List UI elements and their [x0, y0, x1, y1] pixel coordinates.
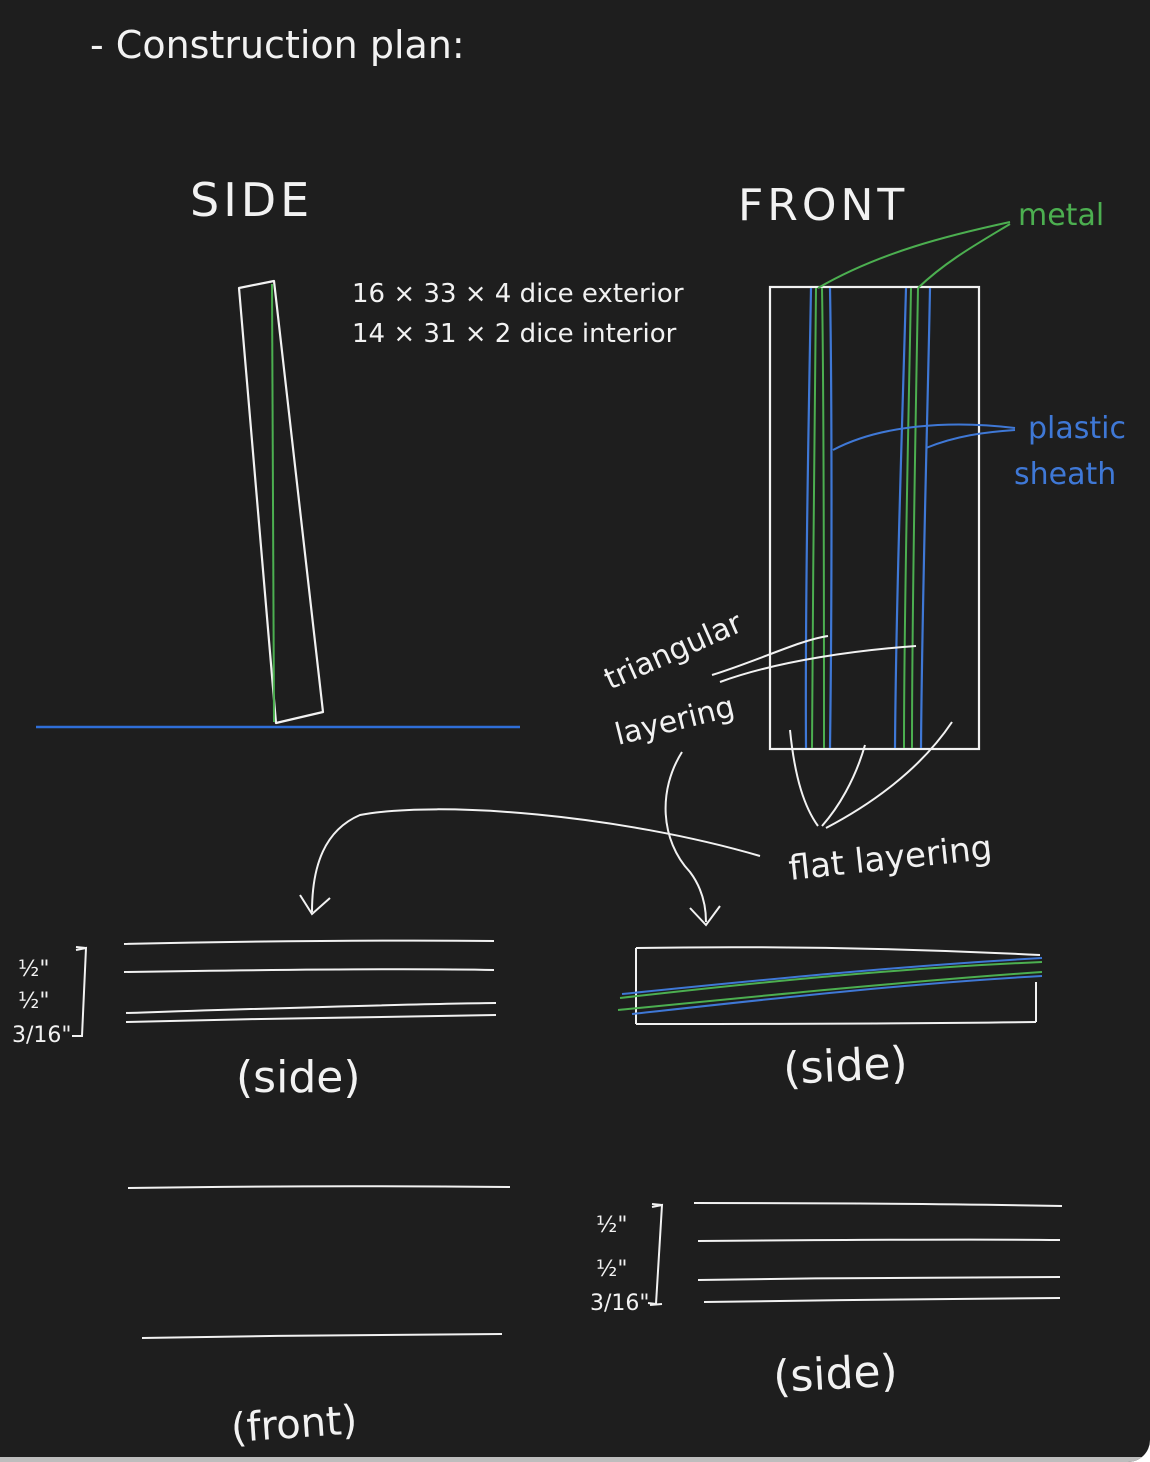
side-slab: [237, 279, 325, 725]
bottom-right-thickness-3: 3/16": [590, 1291, 650, 1316]
front-layers: [127, 1185, 511, 1339]
bottom-right-thickness-bracket: [647, 1203, 664, 1306]
plastic-label-line1: plastic: [1028, 411, 1126, 446]
flat-leader-lines: [789, 721, 953, 829]
left-thickness-2: ½": [18, 989, 49, 1014]
plastic-leader-lines: [832, 423, 1016, 451]
right-side-plastic-lines: [621, 957, 1043, 1015]
left-side-caption: (side): [236, 1052, 360, 1103]
bottom-right-layers: [693, 1202, 1063, 1303]
interior-dimensions: 14 × 31 × 2 dice interior: [352, 319, 677, 349]
triangular-label-line2: layering: [611, 689, 738, 752]
left-thickness-3: 3/16": [12, 1023, 72, 1048]
exterior-dimensions: 16 × 33 × 4 dice exterior: [352, 279, 684, 309]
front-caption: (front): [229, 1397, 358, 1452]
arrow-to-left-side: [299, 808, 761, 916]
metal-label: metal: [1018, 198, 1104, 233]
bottom-right-thickness-2: ½": [596, 1257, 627, 1282]
front-outline: [768, 285, 981, 751]
right-side-caption: (side): [782, 1038, 909, 1095]
bottom-right-thickness-1: ½": [596, 1213, 627, 1238]
plastic-label-line2: sheath: [1014, 457, 1116, 492]
arrow-to-right-side: [664, 751, 721, 927]
left-side-layers: [123, 939, 497, 1023]
page-heading: - Construction plan:: [90, 23, 465, 67]
right-side-layers-outline: [635, 946, 1041, 1025]
flat-layering-label: flat layering: [787, 828, 994, 889]
front-left-metal: [811, 287, 825, 749]
front-left-plastic-sheath: [804, 287, 833, 749]
triangular-leader-lines: [711, 635, 917, 683]
left-thickness-bracket: [72, 946, 88, 1037]
left-thickness-1: ½": [18, 957, 49, 982]
front-view-label: FRONT: [738, 180, 908, 231]
side-metal-core: [271, 283, 275, 723]
side-view-label: SIDE: [190, 173, 313, 227]
right-side-metal-lines: [617, 961, 1043, 1011]
metal-leader-lines: [817, 221, 1011, 289]
front-right-plastic-sheath: [893, 287, 932, 749]
front-right-metal: [903, 287, 919, 749]
bottom-right-caption: (side): [772, 1346, 899, 1403]
triangular-label-line1: triangular: [599, 605, 748, 697]
